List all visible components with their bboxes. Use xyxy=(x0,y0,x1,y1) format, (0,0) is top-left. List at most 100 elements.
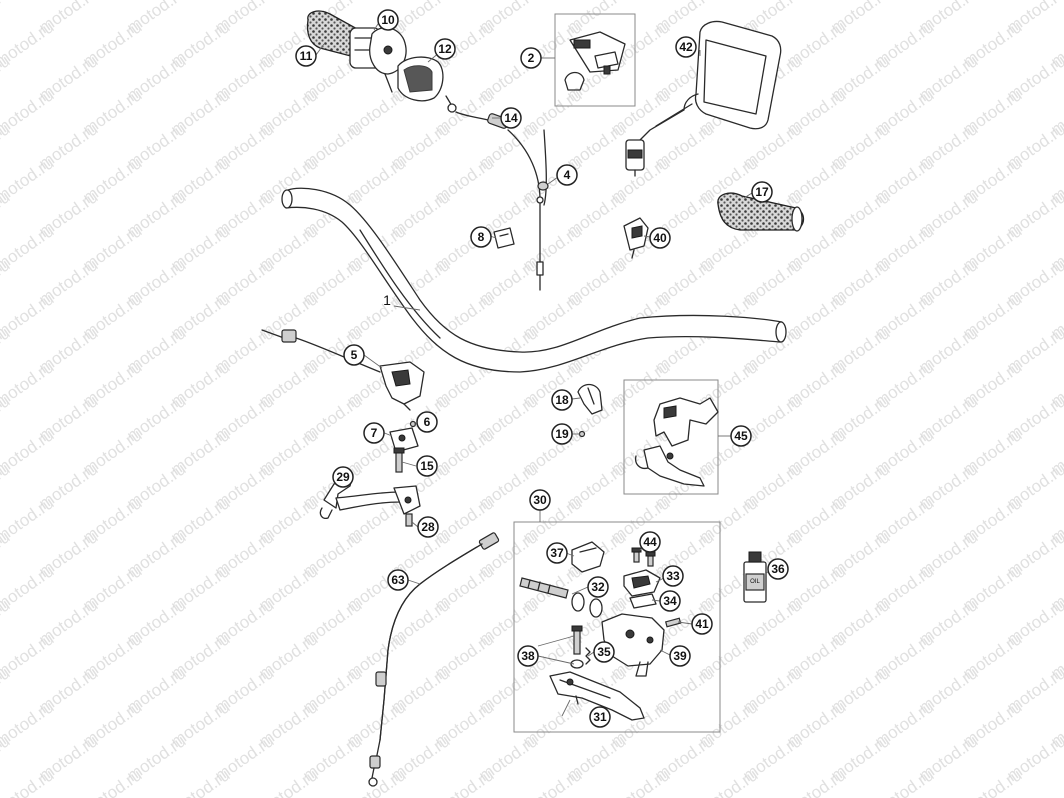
callout-6[interactable]: 6 xyxy=(416,411,438,433)
callout-44-label: 44 xyxy=(643,535,657,549)
callout-28-label: 28 xyxy=(421,520,435,534)
callout-17[interactable]: 17 xyxy=(751,181,773,203)
callout-14-label: 14 xyxy=(504,111,518,125)
watermark-text-319: motod.ru xyxy=(607,765,673,798)
bleed-screw-part[interactable] xyxy=(664,617,682,628)
callout-37-label: 37 xyxy=(550,546,564,560)
callout-6-label: 6 xyxy=(424,415,431,429)
throttle-cable-part[interactable] xyxy=(445,95,547,291)
choke-lever-part[interactable] xyxy=(261,329,425,411)
callout-32-label: 32 xyxy=(591,580,605,594)
switch-part[interactable] xyxy=(623,217,649,259)
callout-15-label: 15 xyxy=(420,459,434,473)
callout-10-label: 10 xyxy=(381,13,395,27)
clamp-group-part[interactable] xyxy=(554,13,636,107)
throttle-cover-part[interactable] xyxy=(397,56,444,102)
callout-33[interactable]: 33 xyxy=(662,565,684,587)
callout-40-label: 40 xyxy=(653,231,667,245)
hot-start-lever-part[interactable] xyxy=(319,477,421,520)
callout-8[interactable]: 8 xyxy=(470,226,492,248)
lever-screw-part[interactable] xyxy=(405,513,413,527)
callout-30[interactable]: 30 xyxy=(529,489,551,511)
callout-32[interactable]: 32 xyxy=(587,576,609,598)
watermark-text-13: motod.ru xyxy=(0,0,13,37)
reservoir-cap-part[interactable] xyxy=(571,541,605,573)
callout-14[interactable]: 14 xyxy=(500,107,522,129)
return-spring-part[interactable] xyxy=(585,647,591,665)
callout-42-label: 42 xyxy=(679,40,693,54)
callout-2-label: 2 xyxy=(528,51,535,65)
callout-19-label: 19 xyxy=(555,427,569,441)
clutch-assembly-part[interactable] xyxy=(623,379,719,495)
callout-63[interactable]: 63 xyxy=(387,569,409,591)
callout-63-label: 63 xyxy=(391,573,405,587)
cable-guide-part[interactable] xyxy=(577,383,603,415)
callout-33-label: 33 xyxy=(666,569,680,583)
callout-41[interactable]: 41 xyxy=(691,613,713,635)
watermark-text-318: motod.ru xyxy=(519,765,585,798)
callout-40[interactable]: 40 xyxy=(649,227,671,249)
callout-45-label: 45 xyxy=(734,429,748,443)
callout-42[interactable]: 42 xyxy=(675,36,697,58)
watermark-text-320: motod.ru xyxy=(695,765,761,798)
callout-1-label: 1 xyxy=(383,292,391,308)
small-washer-part[interactable] xyxy=(578,430,586,438)
callout-11-label: 11 xyxy=(300,49,313,63)
callout-36[interactable]: 36 xyxy=(767,558,789,580)
callout-7-label: 7 xyxy=(371,426,378,440)
callout-38-label: 38 xyxy=(521,649,535,663)
callout-39[interactable]: 39 xyxy=(669,645,691,667)
callout-7[interactable]: 7 xyxy=(363,422,385,444)
leader-lines xyxy=(315,20,771,717)
brake-lever-part[interactable] xyxy=(549,671,645,721)
callout-4[interactable]: 4 xyxy=(556,164,578,186)
callout-12[interactable]: 12 xyxy=(434,38,456,60)
brake-fluid-bottle-part[interactable]: OIL xyxy=(743,551,767,603)
watermark-text-324: motod.ru xyxy=(1047,765,1064,798)
callout-layer: 1 2 4 5 6 7 8 10 11 xyxy=(295,9,789,728)
callout-39-label: 39 xyxy=(673,649,687,663)
cable-clamp-part[interactable] xyxy=(493,227,515,249)
callout-5[interactable]: 5 xyxy=(343,344,365,366)
watermark-text-323: motod.ru xyxy=(959,765,1025,798)
watermark-text-315: motod.ru xyxy=(255,765,321,798)
callout-18[interactable]: 18 xyxy=(551,389,573,411)
left-grip-part[interactable] xyxy=(717,192,805,232)
callout-19[interactable]: 19 xyxy=(551,423,573,445)
callout-36-label: 36 xyxy=(771,562,785,576)
callout-28[interactable]: 28 xyxy=(417,516,439,538)
watermark-text-322: motod.ru xyxy=(871,765,937,798)
callout-45[interactable]: 45 xyxy=(730,425,752,447)
callout-30-label: 30 xyxy=(533,493,547,507)
callout-34[interactable]: 34 xyxy=(659,590,681,612)
watermark-text-317: motod.ru xyxy=(431,765,497,798)
watermark-text-314: motod.ru xyxy=(167,765,233,798)
callout-10[interactable]: 10 xyxy=(377,9,399,31)
callout-41-label: 41 xyxy=(695,617,709,631)
callout-2[interactable]: 2 xyxy=(520,47,542,69)
clamp-block-part[interactable] xyxy=(389,427,419,453)
piston-rod-part[interactable] xyxy=(519,577,603,618)
diaphragm-part[interactable] xyxy=(623,569,661,597)
callout-31[interactable]: 31 xyxy=(589,706,611,728)
callout-11[interactable]: 11 xyxy=(295,45,317,67)
mirror-part[interactable] xyxy=(625,20,782,177)
pivot-bolt-part[interactable] xyxy=(570,625,584,669)
small-nut-part[interactable] xyxy=(537,181,549,191)
callout-15[interactable]: 15 xyxy=(416,455,438,477)
brake-master-cylinder-group[interactable] xyxy=(513,510,721,733)
watermark-text-312: motod.ru xyxy=(0,765,57,798)
callout-4-label: 4 xyxy=(564,168,571,182)
callout-38[interactable]: 38 xyxy=(517,645,539,667)
clamp-bolt-part[interactable] xyxy=(393,447,405,473)
callout-12-label: 12 xyxy=(438,42,452,56)
callout-44[interactable]: 44 xyxy=(639,531,661,553)
callout-35[interactable]: 35 xyxy=(593,641,615,663)
callout-37[interactable]: 37 xyxy=(546,542,568,564)
seal-part[interactable] xyxy=(629,593,657,609)
callout-18-label: 18 xyxy=(555,393,569,407)
handlebar-part[interactable] xyxy=(281,187,787,373)
callout-29[interactable]: 29 xyxy=(332,466,354,488)
